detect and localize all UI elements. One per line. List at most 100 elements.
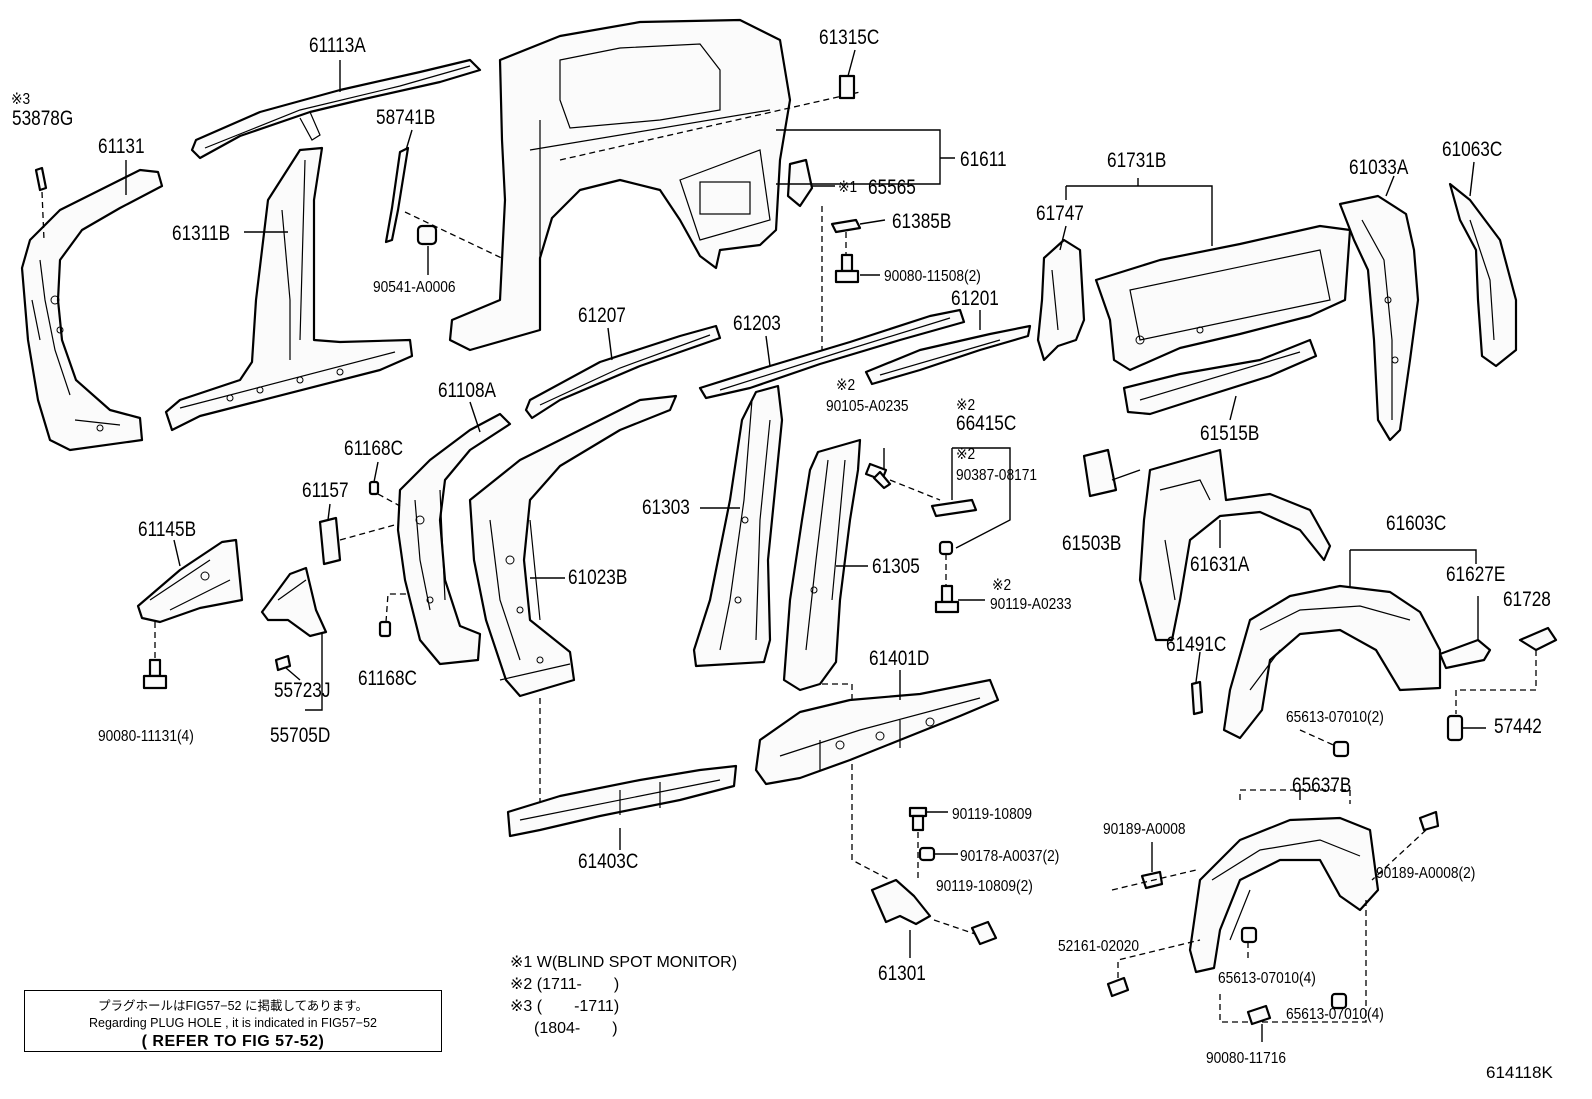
part-61385B-shape	[830, 218, 886, 284]
label-65637B: 65637B	[1292, 775, 1351, 798]
part-61491C-shape	[1190, 680, 1204, 716]
label-90080-11508: 90080-11508(2)	[884, 267, 981, 285]
part-61305-shape	[782, 438, 891, 881]
label-61515B: 61515B	[1200, 423, 1259, 446]
label-90387-08171-mark: ※2	[956, 445, 975, 463]
label-61731B: 61731B	[1107, 150, 1166, 173]
part-55705D-shape	[260, 566, 328, 711]
label-55723J: 55723J	[274, 680, 330, 703]
label-65613-07010-4b: 65613-07010(4)	[1286, 1005, 1384, 1023]
part-61301-shape	[870, 806, 998, 946]
part-57442-shape	[1446, 714, 1486, 742]
part-58741B-shape	[384, 146, 410, 244]
label-61747: 61747	[1036, 203, 1084, 226]
label-61157: 61157	[302, 480, 349, 503]
reference-japanese-text: プラグホールはFIG57−52 に掲載してあります。	[98, 999, 368, 1013]
label-61033A: 61033A	[1349, 157, 1409, 180]
label-61603C: 61603C	[1386, 513, 1446, 536]
part-61315C-shape	[838, 74, 856, 100]
part-61747-shape	[1036, 238, 1086, 362]
part-61728-shape	[1455, 626, 1558, 714]
label-90189-A0008-2: 90189-A0008(2)	[1376, 864, 1475, 882]
part-61113A-shape	[190, 58, 482, 160]
part-61603C-shape	[1222, 549, 1477, 740]
part-90541A0006-shape	[404, 211, 511, 275]
label-65613-07010-2: 65613-07010(2)	[1286, 708, 1384, 726]
part-53878G-shape	[34, 166, 48, 241]
label-90541A0006: 90541-A0006	[373, 278, 456, 296]
label-61631A: 61631A	[1190, 554, 1250, 577]
label-61301: 61301	[878, 963, 926, 986]
part-61403C-shape	[506, 764, 738, 838]
label-61131: 61131	[98, 136, 145, 159]
label-90080-11131: 90080-11131(4)	[98, 727, 194, 745]
label-53878G-mark: ※3	[11, 90, 30, 108]
label-58741B: 58741B	[376, 107, 435, 130]
label-61315C: 61315C	[819, 27, 879, 50]
label-61491C: 61491C	[1166, 634, 1226, 657]
label-90080-11716: 90080-11716	[1206, 1049, 1286, 1067]
part-61168C-top-shape	[368, 480, 401, 507]
note-1711-onward: ※2 (1711- )	[510, 976, 619, 993]
part-61063C-shape	[1448, 182, 1518, 368]
part-61303-shape	[692, 384, 784, 668]
label-90178-A0037: 90178-A0037(2)	[960, 847, 1059, 865]
label-66415C: 66415C	[956, 413, 1016, 436]
note-blind-spot-monitor: ※1 W(BLIND SPOT MONITOR)	[510, 954, 737, 971]
label-61113A: 61113A	[309, 35, 366, 58]
label-61305: 61305	[872, 556, 920, 579]
label-61168C-bottom: 61168C	[358, 668, 417, 691]
part-61731B-shape	[1094, 224, 1352, 372]
note-1804-onward: (1804- )	[534, 1020, 618, 1037]
label-66415C-mark: ※2	[956, 396, 975, 414]
part-66415C-shape	[930, 447, 1011, 614]
part-61611-shape	[448, 18, 861, 352]
label-90105A0235: 90105-A0235	[826, 397, 909, 415]
label-61401D: 61401D	[869, 648, 929, 671]
figure-id: 614118K	[1486, 1063, 1553, 1082]
label-61023B: 61023B	[568, 567, 627, 590]
part-90105A0235-shape	[864, 448, 941, 501]
part-61168C-bottom-shape	[378, 593, 410, 638]
label-90119A0233: 90119-A0233	[990, 595, 1072, 613]
part-61023B-shape	[468, 394, 678, 806]
part-61401D-shape	[754, 678, 1000, 786]
label-61145B: 61145B	[138, 519, 196, 542]
part-61631A-shape	[1138, 448, 1332, 642]
label-61203: 61203	[733, 313, 781, 336]
label-55705D: 55705D	[270, 725, 330, 748]
label-61311B: 61311B	[172, 223, 230, 246]
label-61168C-top: 61168C	[344, 438, 403, 461]
label-61385B: 61385B	[892, 211, 951, 234]
label-61108A: 61108A	[438, 380, 496, 403]
label-90189-A0008: 90189-A0008	[1103, 820, 1186, 838]
label-61627E: 61627E	[1446, 564, 1505, 587]
label-65565-mark: ※1	[838, 178, 857, 196]
part-61201-shape	[864, 324, 1032, 386]
part-65565-shape	[786, 158, 835, 360]
label-61063C: 61063C	[1442, 139, 1502, 162]
label-61611: 61611	[960, 149, 1007, 172]
label-61201: 61201	[951, 288, 999, 311]
label-61303: 61303	[642, 497, 690, 520]
part-61157-shape	[318, 516, 399, 566]
part-61131-shape	[20, 168, 164, 452]
label-90119-10809-2: 90119-10809(2)	[936, 877, 1033, 895]
leader-lines	[125, 49, 1475, 958]
label-61207: 61207	[578, 305, 626, 328]
part-65637B-shape	[1188, 729, 1380, 974]
part-61627E-shape	[1438, 596, 1492, 670]
part-61503B-shape	[1082, 448, 1141, 498]
label-61403C: 61403C	[578, 851, 638, 874]
part-61033A-shape	[1338, 194, 1420, 442]
part-61207-shape	[524, 324, 722, 420]
part-liner-fasteners	[1106, 810, 1440, 1042]
reference-english-text: Regarding PLUG HOLE , it is indicated in…	[89, 1016, 377, 1030]
label-61503B: 61503B	[1062, 533, 1121, 556]
label-65565: 65565	[868, 177, 916, 200]
label-61728: 61728	[1503, 589, 1551, 612]
note-until-1711: ※3 ( -1711)	[510, 998, 619, 1015]
label-65613-07010-4a: 65613-07010(4)	[1218, 969, 1316, 987]
part-61145B-shape	[136, 538, 244, 690]
